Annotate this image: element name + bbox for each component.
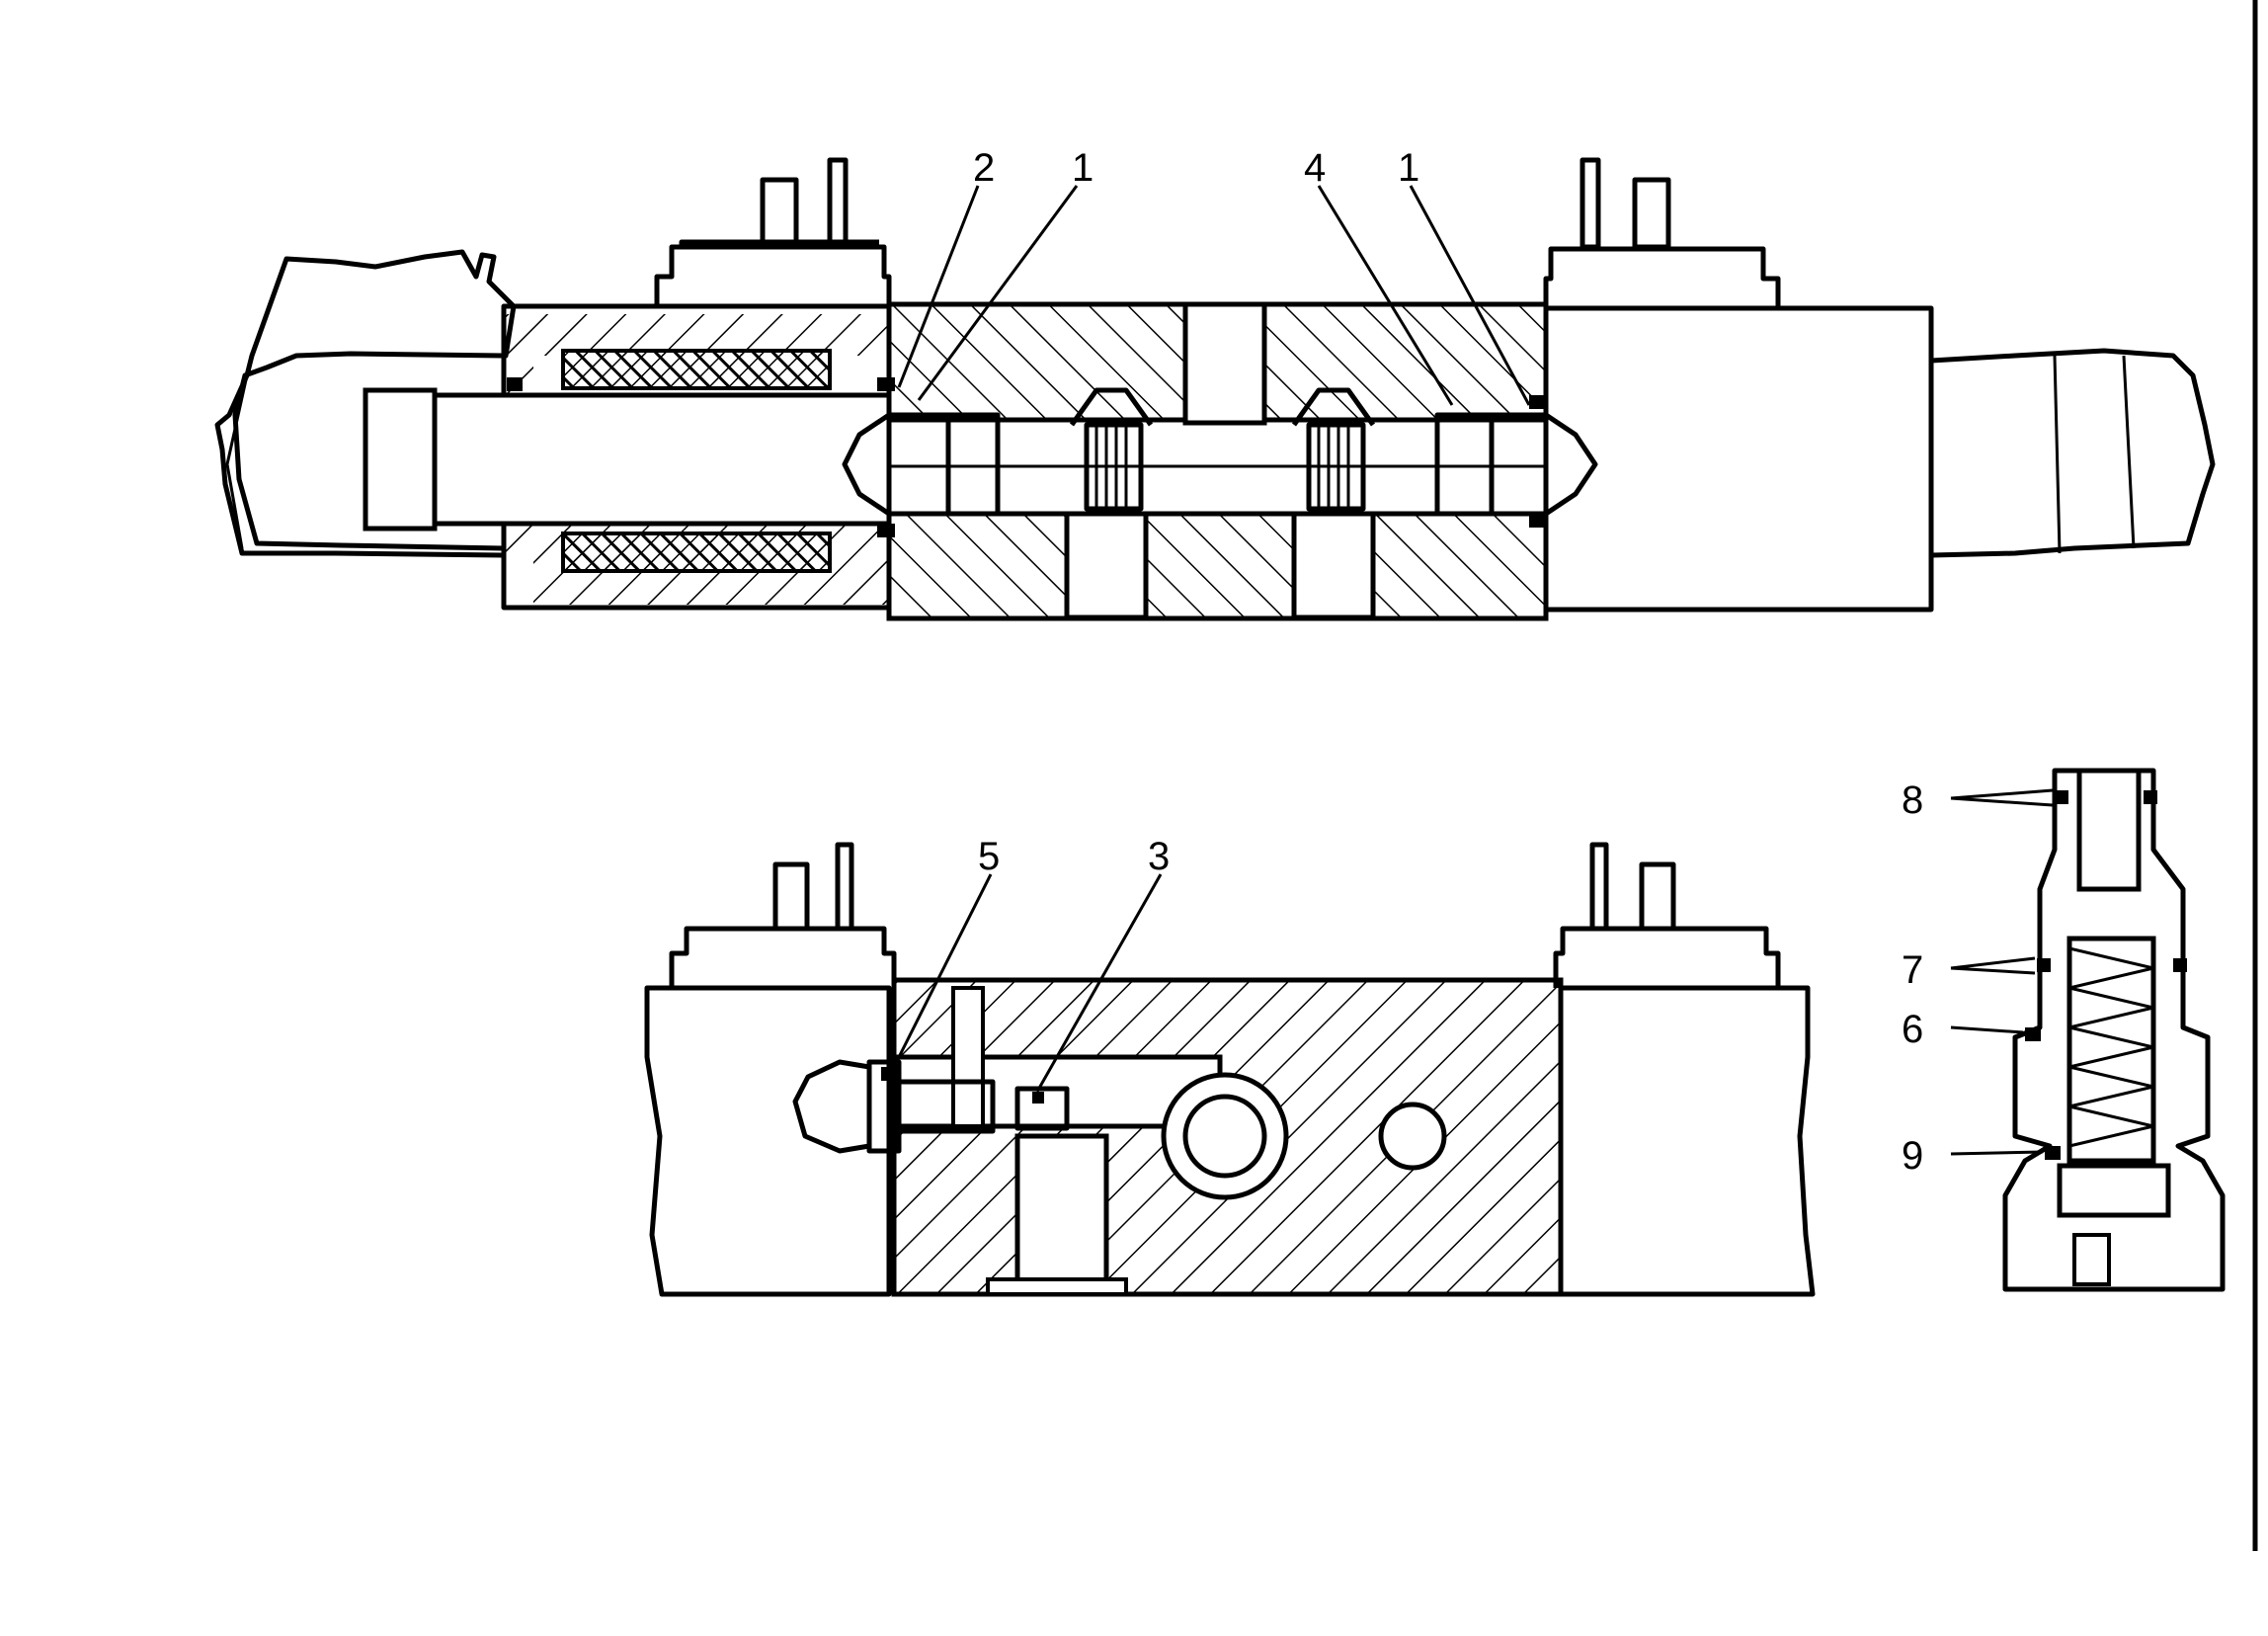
left-connector-plug xyxy=(214,249,517,558)
left-terminal-pin-a xyxy=(760,177,799,248)
middle-valve-section xyxy=(644,842,1816,1297)
large-port-circle-inner xyxy=(1182,1094,1267,1179)
callout-1-top-left: 1 xyxy=(1072,146,1094,190)
right-terminal-head xyxy=(1543,246,1781,308)
middle-right-coil xyxy=(1558,985,1816,1297)
callout-1-top-right: 1 xyxy=(1398,146,1419,190)
middle-right-terminal-head xyxy=(1553,926,1781,988)
middle-left-pin-b xyxy=(835,842,854,932)
restrictor-insert xyxy=(1014,1086,1070,1131)
side-pressure-element xyxy=(2002,768,2226,1292)
seal-ring-right-upper xyxy=(1529,395,1547,409)
side-seal-8b xyxy=(2144,790,2157,804)
callout-8: 8 xyxy=(1902,778,1923,822)
middle-seal-left xyxy=(881,1067,895,1081)
bottom-port-a xyxy=(1064,511,1149,620)
middle-left-terminal-head xyxy=(669,926,897,988)
seal-ring-left-upper xyxy=(877,377,895,391)
small-port-circle xyxy=(1378,1102,1447,1171)
callout-4-top: 4 xyxy=(1304,146,1326,190)
callout-9: 9 xyxy=(1902,1134,1923,1178)
callout-6: 6 xyxy=(1902,1008,1923,1051)
top-port xyxy=(1182,301,1267,426)
middle-right-pin-b xyxy=(1639,861,1676,932)
seal-ring-coil-left xyxy=(507,377,523,391)
middle-right-pin-a xyxy=(1589,842,1609,932)
callout-2-top: 2 xyxy=(973,146,995,190)
right-terminal-pin-a xyxy=(1580,157,1601,250)
right-connector-plug xyxy=(1930,348,2216,558)
callout-7: 7 xyxy=(1902,948,1923,992)
manual-override-knob xyxy=(792,1059,872,1154)
side-seal-7b xyxy=(2173,958,2187,972)
middle-left-pin-a xyxy=(772,861,810,932)
side-spring xyxy=(2068,946,2154,1148)
right-terminal-pin-b xyxy=(1632,177,1671,250)
left-terminal-head xyxy=(654,244,892,306)
left-terminal-pin-b xyxy=(827,157,849,248)
side-seal-9 xyxy=(2045,1146,2061,1160)
bottom-port-b xyxy=(1291,511,1376,620)
seal-ring-right-lower xyxy=(1529,514,1547,528)
middle-callouts: 5 3 xyxy=(892,835,1170,1093)
side-seal-7a xyxy=(2037,958,2051,972)
top-callouts: 2 1 4 1 xyxy=(897,146,1531,406)
side-callouts: 8 7 6 9 xyxy=(1902,778,2054,1178)
seal-ring-left-lower xyxy=(877,524,895,537)
side-seal-8a xyxy=(2055,790,2068,804)
callout-5: 5 xyxy=(978,835,1000,878)
middle-seal-right xyxy=(1032,1092,1044,1104)
top-valve-section xyxy=(214,157,2216,621)
callout-3: 3 xyxy=(1148,835,1170,878)
right-end-cap xyxy=(1543,412,1598,517)
right-solenoid-housing xyxy=(1543,305,1934,613)
side-seal-6 xyxy=(2025,1027,2041,1041)
middle-left-coil xyxy=(644,985,892,1297)
